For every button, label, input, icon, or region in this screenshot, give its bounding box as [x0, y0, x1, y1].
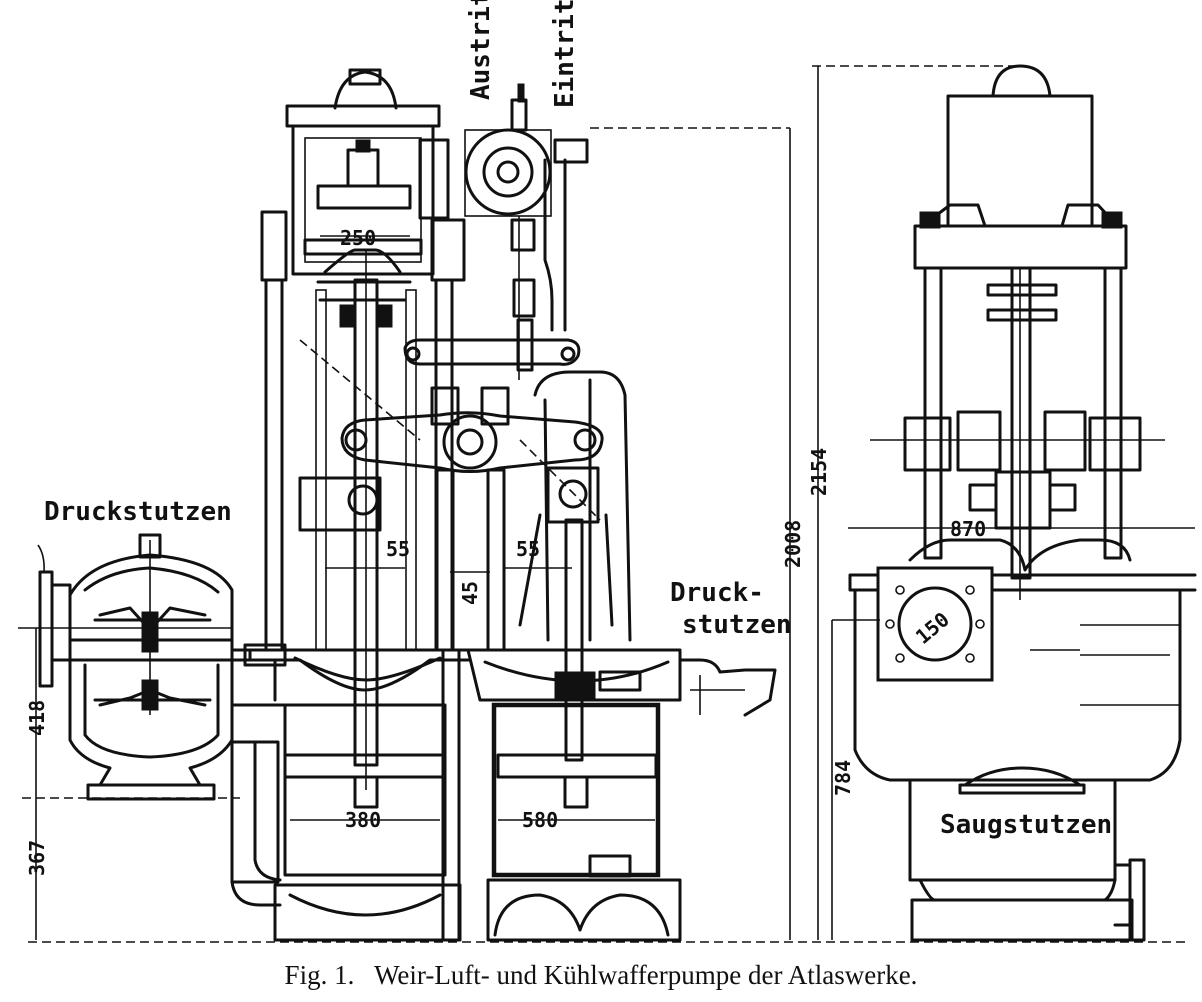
cooling-pump-body: [466, 648, 777, 942]
left-discharge-valve: [18, 533, 234, 801]
dim-580: 580: [522, 808, 558, 832]
dim-380: 380: [345, 808, 381, 832]
dim-2154: 2154: [807, 448, 831, 496]
dim-2008: 2008: [781, 520, 805, 568]
connecting-pipe: [230, 643, 472, 707]
dim-250: 250: [340, 226, 376, 250]
dim-55-right: 55: [516, 537, 540, 561]
druckstutzen-right-label-line1: Druck-: [670, 578, 764, 608]
figure-caption: Fig. 1. Weir-Luft- und Kühlwafferpumpe d…: [285, 960, 918, 990]
dim-367: 367: [25, 840, 49, 876]
levers-and-crossheads: [298, 338, 604, 532]
druckstutzen-right-label-line2: stutzen: [682, 610, 792, 640]
austritt-label: Austritt: [466, 0, 496, 100]
dim-870: 870: [950, 517, 986, 541]
side-view: [812, 64, 1197, 942]
dim-784: 784: [831, 760, 855, 796]
eintritt-label: Eintritt: [550, 0, 580, 108]
dim-418: 418: [25, 700, 49, 736]
dim-55-left: 55: [386, 537, 410, 561]
steam-cylinder: [285, 68, 466, 282]
saugstutzen-label: Saugstutzen: [940, 810, 1112, 840]
valve-chest-top: [464, 83, 589, 380]
dimension-lines-left: [22, 127, 791, 940]
dim-45: 45: [458, 581, 482, 605]
air-pump-body: [230, 648, 472, 942]
frame-columns: [260, 210, 454, 790]
druckstutzen-left-label: Druckstutzen: [44, 497, 232, 527]
